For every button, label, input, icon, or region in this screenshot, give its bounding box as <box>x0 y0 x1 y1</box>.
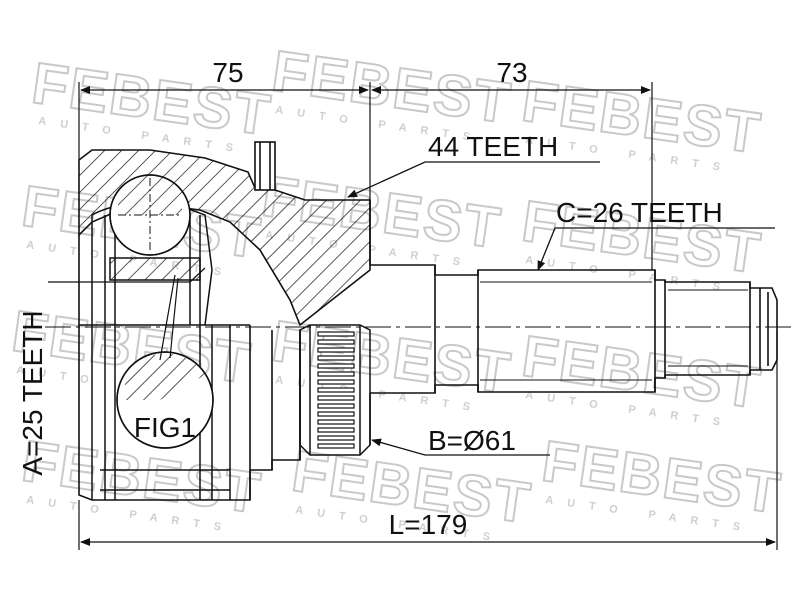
abs-tooth <box>317 347 355 353</box>
abs-tooth <box>317 403 355 409</box>
callout-c-26-teeth: C=26 TEETH <box>556 197 723 228</box>
abs-tooth <box>317 371 355 377</box>
shaft-upper-profile <box>370 264 778 394</box>
upper-ball <box>109 173 191 256</box>
abs-tooth <box>317 395 355 401</box>
dim-label-75: 75 <box>212 57 243 88</box>
abs-tooth <box>317 363 355 369</box>
abs-tooth <box>317 339 355 345</box>
abs-tooth <box>317 355 355 361</box>
abs-tooth <box>317 419 355 425</box>
dim-label-179: L=179 <box>389 509 468 540</box>
abs-tooth <box>317 387 355 393</box>
callout-b-61: B=Ø61 <box>428 425 516 456</box>
leader-44-teeth <box>347 161 600 198</box>
abs-tooth <box>317 427 355 433</box>
abs-tooth <box>317 443 355 449</box>
abs-tooth <box>317 411 355 417</box>
fig1-label: FIG1 <box>134 412 196 443</box>
output-shaft <box>370 264 778 394</box>
dimension-lines <box>80 86 776 546</box>
fig1-detail <box>116 274 214 449</box>
callout-a-25-teeth: A=25 TEETH <box>17 310 48 475</box>
abs-tooth <box>317 331 355 337</box>
leader-lines <box>48 161 775 456</box>
dim-label-73: 73 <box>496 57 527 88</box>
leader-a-25-teeth <box>48 267 206 283</box>
callout-44-teeth: 44 TEETH <box>428 131 558 162</box>
leader-c-26-teeth <box>537 227 775 271</box>
extension-lines <box>78 82 778 550</box>
leader-b-61 <box>371 438 550 456</box>
abs-tooth <box>317 379 355 385</box>
abs-tooth-group <box>317 331 355 449</box>
clip-tab <box>254 141 276 191</box>
abs-tooth <box>317 435 355 441</box>
